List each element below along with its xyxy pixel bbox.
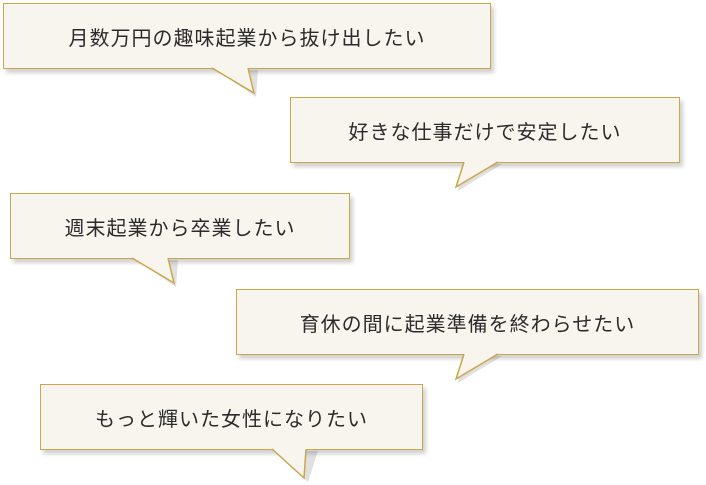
speech-bubble-tail [271, 448, 318, 482]
speech-bubble-text: 月数万円の趣味起業から抜け出したい [68, 25, 426, 50]
speech-bubble-tail [131, 257, 178, 287]
speech-bubble-2: 好きな仕事だけで安定したい [290, 97, 680, 163]
speech-bubble-text: 週末起業から卒業したい [64, 215, 296, 240]
speech-bubble-tail [211, 67, 258, 97]
speech-bubble-tail [454, 353, 502, 383]
speech-bubble-4: 育休の間に起業準備を終わらせたい [236, 289, 699, 355]
speech-bubble-text: もっと輝いた女性になりたい [95, 406, 368, 431]
speech-bubble-tail [454, 161, 502, 191]
speech-bubble-1: 月数万円の趣味起業から抜け出したい [3, 3, 491, 69]
speech-bubble-text: 好きな仕事だけで安定したい [348, 119, 622, 144]
speech-bubble-text: 育休の間に起業準備を終わらせたい [299, 311, 636, 336]
speech-bubble-3: 週末起業から卒業したい [10, 193, 350, 259]
speech-bubble-5: もっと輝いた女性になりたい [40, 384, 423, 450]
